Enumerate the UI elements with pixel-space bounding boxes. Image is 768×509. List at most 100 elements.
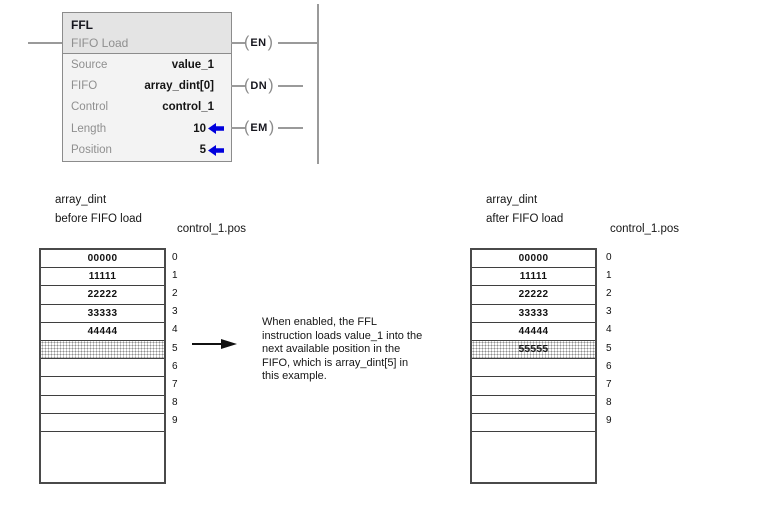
param-label: Length [71,122,107,135]
array-unused-region [41,432,164,482]
coil-paren-left: ( [244,34,250,51]
position-index: 1 [172,269,178,281]
param-value: 10 [193,122,206,135]
annotation-arrow-head [221,339,237,349]
annotation-line: instruction loads value_1 into the [262,329,423,342]
param-value: array_dint[0] [144,80,214,93]
array-cell [472,396,595,414]
array-cell: 33333 [472,305,595,323]
em-wire-right [278,127,303,129]
array-cell: 22222 [472,286,595,305]
array-cell [472,377,595,396]
position-index: 5 [606,342,612,354]
array-state: after FIFO load [486,213,564,225]
en-wire-left [231,42,245,44]
ffl-parameters: Source value_1 FIFO array_dint[0] Contro… [63,54,231,161]
position-index: 3 [606,306,612,318]
param-value: control_1 [162,101,214,114]
array-name: array_dint [486,194,538,206]
array-state: before FIFO load [55,213,142,225]
array-name: array_dint [55,194,107,206]
array-cell [472,359,595,378]
array-cell [41,414,164,432]
param-label: Source [71,58,108,71]
position-index: 2 [172,287,178,299]
param-row-position: Position 5 [63,140,231,161]
array-cell [472,414,595,432]
annotation-line: this example. [262,370,327,382]
position-index: 9 [172,415,178,427]
dn-wire-left [231,85,245,87]
instruction-mnemonic: FFL [71,18,93,32]
array-cell: 44444 [472,323,595,341]
param-row-fifo: FIFO array_dint[0] [63,75,231,96]
before-position-column: 0 1 2 3 4 5 6 7 8 9 [172,248,188,430]
position-index: 6 [606,360,612,372]
position-index: 8 [172,397,178,409]
coil-paren-left: ( [244,77,250,94]
position-index: 9 [606,415,612,427]
dn-coil: (DN) [244,78,274,94]
position-index: 5 [172,342,178,354]
position-index: 7 [606,378,612,390]
rung-wire-left [28,42,62,44]
array-cell: 11111 [472,268,595,287]
dn-wire-right [278,85,303,87]
param-label: Position [71,144,112,157]
param-row-source: Source value_1 [63,54,231,75]
before-pos-label: control_1.pos [177,223,247,235]
instruction-description: FIFO Load [71,36,129,50]
array-cell [41,377,164,396]
param-row-length: Length 10 [63,118,231,139]
annotation-line: When enabled, the FFL [262,316,377,328]
coil-label-en: EN [250,37,267,49]
after-pos-label: control_1.pos [610,223,680,235]
annotation-line: FIFO, which is array_dint[5] in [262,356,409,369]
param-label: FIFO [71,80,98,93]
param-label: Control [71,101,109,114]
array-cell [41,359,164,378]
coil-label-em: EM [250,122,268,134]
param-row-control: Control control_1 [63,97,231,118]
annotation-line: next available position in the [262,343,401,355]
left-arrow-icon [208,144,224,156]
position-index: 7 [172,378,178,390]
array-cell: 00000 [41,250,164,269]
array-cell [41,396,164,414]
ladder-right-rail [317,4,319,164]
array-cell: 00000 [472,250,595,269]
after-array-table: 00000 11111 22222 33333 44444 55555 [470,248,597,484]
param-value: value_1 [171,58,214,71]
array-unused-region [472,432,595,482]
position-index: 1 [606,269,612,281]
after-array-title: array_dint after FIFO load [486,191,563,229]
position-index: 0 [172,251,178,263]
em-coil: (EM) [244,120,274,136]
before-array-title: array_dint before FIFO load [55,191,142,229]
em-wire-left [231,127,245,129]
coil-paren-right: ) [268,119,275,136]
position-index: 6 [172,360,178,372]
position-index: 0 [606,251,612,263]
position-index: 4 [172,324,178,336]
array-cell-next-load [41,340,164,360]
en-coil: (EN) [244,35,273,51]
ffl-header: FFL FIFO Load [63,13,231,54]
annotation-text: When enabled, the FFL instruction loads … [262,316,422,384]
before-array-table: 00000 11111 22222 33333 44444 [39,248,166,484]
annotation-arrow-line [192,343,223,345]
coil-paren-right: ) [268,77,274,94]
position-index: 4 [606,324,612,336]
position-index: 3 [172,306,178,318]
after-position-column: 0 1 2 3 4 5 6 7 8 9 [606,248,622,430]
coil-paren-right: ) [267,34,273,51]
param-value: 5 [199,144,206,157]
coil-label-dn: DN [250,80,268,92]
position-index: 2 [606,287,612,299]
array-cell-loaded-value: 55555 [472,340,595,360]
position-index: 8 [606,397,612,409]
en-wire-right [278,42,317,44]
array-cell: 11111 [41,268,164,287]
ffl-instruction-block: FFL FIFO Load Source value_1 FIFO array_… [62,12,232,162]
